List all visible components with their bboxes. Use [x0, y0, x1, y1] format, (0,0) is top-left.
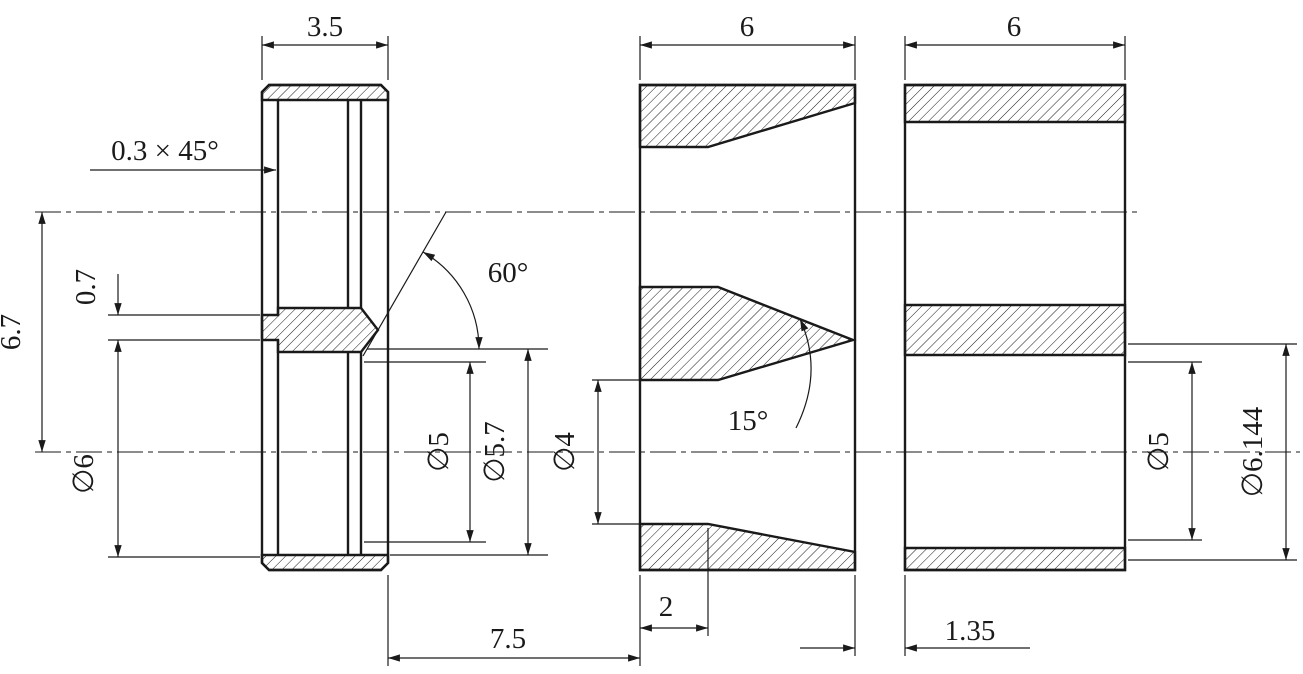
dim-land-length-label: 2	[659, 591, 674, 623]
cone-construction-line	[362, 211, 447, 357]
dim-axis-distance: 6.7	[0, 212, 46, 452]
leader-arc	[795, 318, 812, 429]
dim-left-bore-label: ∅5	[423, 432, 455, 472]
dim-left-to-middle-label: 7.5	[490, 623, 526, 655]
dim-step-label: 0.7	[70, 269, 102, 305]
middle-part-view	[638, 83, 857, 572]
dim-gap-label: 1.35	[945, 615, 996, 647]
right-middle-web-section	[903, 303, 1127, 357]
dim-left-to-middle: 7.5	[387, 575, 641, 666]
dim-left-counterbore-label: ∅5.7	[479, 421, 511, 483]
middle-cone-web-section	[638, 285, 857, 382]
dim-taper-angle-label: 15°	[728, 405, 769, 437]
dim-left-counterbore: ∅5.7	[390, 349, 548, 556]
dim-step: 0.7	[70, 269, 260, 341]
dim-right-outer-dia-label: ∅6.144	[1237, 406, 1269, 497]
dim-left-width-label: 3.5	[307, 11, 343, 43]
dim-chamfer-callout: 0.3 × 45°	[90, 135, 276, 174]
dim-axis-distance-label: 6.7	[0, 314, 27, 350]
dim-land-length: 2	[640, 528, 709, 636]
left-part-view	[260, 83, 447, 572]
middle-bottom-wall-section	[638, 522, 857, 572]
dim-outer-dia: ∅6	[68, 340, 260, 558]
dim-right-outer-dia: ∅6.144	[1128, 343, 1297, 561]
dim-middle-width: 6	[639, 11, 856, 80]
dim-right-bore: ∅5	[1128, 361, 1202, 541]
dim-right-width-label: 6	[1007, 11, 1022, 43]
dim-left-bore: ∅5	[364, 361, 486, 543]
dim-right-width: 6	[904, 11, 1126, 80]
left-bottom-wall-section	[260, 553, 390, 572]
dim-cone-angle-label: 60°	[488, 257, 529, 289]
dim-middle-bore: ∅4	[549, 379, 640, 525]
left-middle-web-section	[260, 306, 380, 354]
middle-top-wall-section	[638, 83, 857, 149]
left-top-wall-section	[260, 83, 390, 102]
dim-right-bore-label: ∅5	[1143, 432, 1175, 472]
dim-middle-bore-label: ∅4	[549, 432, 581, 472]
centerlines	[35, 211, 1300, 453]
right-bottom-wall-section	[903, 546, 1127, 572]
dim-taper-angle: 15°	[728, 318, 812, 437]
angle-arc	[422, 251, 483, 350]
dim-gap: 1.35	[800, 575, 1030, 656]
dim-cone-angle: 60°	[367, 251, 548, 350]
dim-middle-width-label: 6	[740, 11, 755, 43]
dimensions: 3.5 6 6 0.3 × 45° 6.7	[0, 11, 1297, 666]
right-top-wall-section	[903, 83, 1127, 124]
dim-left-width: 3.5	[261, 11, 389, 80]
right-part-view	[903, 83, 1127, 572]
left-inner-bore-lines	[276, 100, 363, 555]
dim-chamfer-label: 0.3 × 45°	[111, 135, 219, 167]
dim-outer-dia-label: ∅6	[68, 454, 100, 494]
